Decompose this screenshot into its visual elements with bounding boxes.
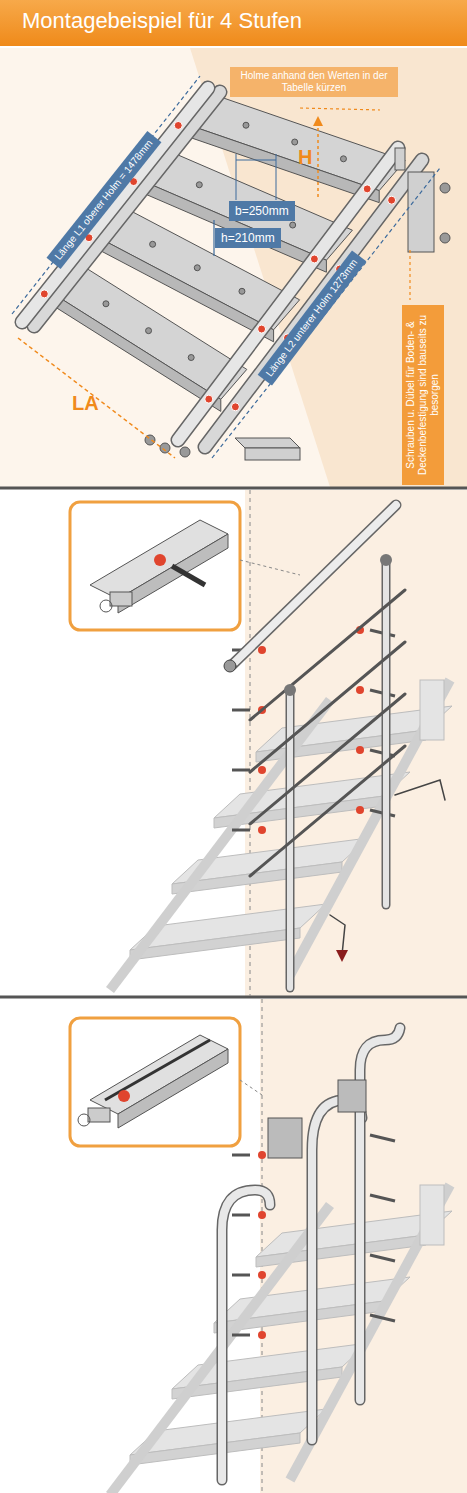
- stair-ghost: [110, 1131, 452, 1493]
- detail-inset: [70, 502, 300, 1146]
- node-text: h=210mm: [221, 231, 275, 245]
- dimension-label: h=210mm: [215, 228, 281, 248]
- panel-separator: [0, 996, 467, 999]
- dimension-letter: LA: [72, 392, 99, 415]
- note-box: Schrauben u. Dübel für Boden- & Deckenbe…: [402, 305, 444, 485]
- railing: [222, 1028, 400, 1480]
- stringer: [22, 88, 422, 447]
- node-text: Schrauben u. Dübel für Boden- & Deckenbe…: [405, 311, 441, 479]
- note-box: Holme anhand den Werten in der Tabelle k…: [230, 67, 398, 97]
- railing: [224, 505, 445, 988]
- panel-ground: [0, 48, 467, 487]
- dimension-line: [12, 76, 440, 458]
- dimension-label: b=250mm: [229, 201, 295, 221]
- panel-separator: [0, 487, 467, 490]
- panel-ground: [0, 490, 467, 996]
- panel-ground: [0, 999, 467, 1493]
- fixing-point: [40, 121, 395, 410]
- title-bar: Montagebeispiel für 4 Stufen: [0, 0, 467, 46]
- node-text: b=250mm: [235, 204, 289, 218]
- dimension-letter: H: [298, 146, 312, 169]
- stair-ghost: [110, 626, 452, 990]
- title-text: Montagebeispiel für 4 Stufen: [22, 8, 302, 33]
- node-text: Holme anhand den Werten in der Tabelle k…: [236, 70, 392, 94]
